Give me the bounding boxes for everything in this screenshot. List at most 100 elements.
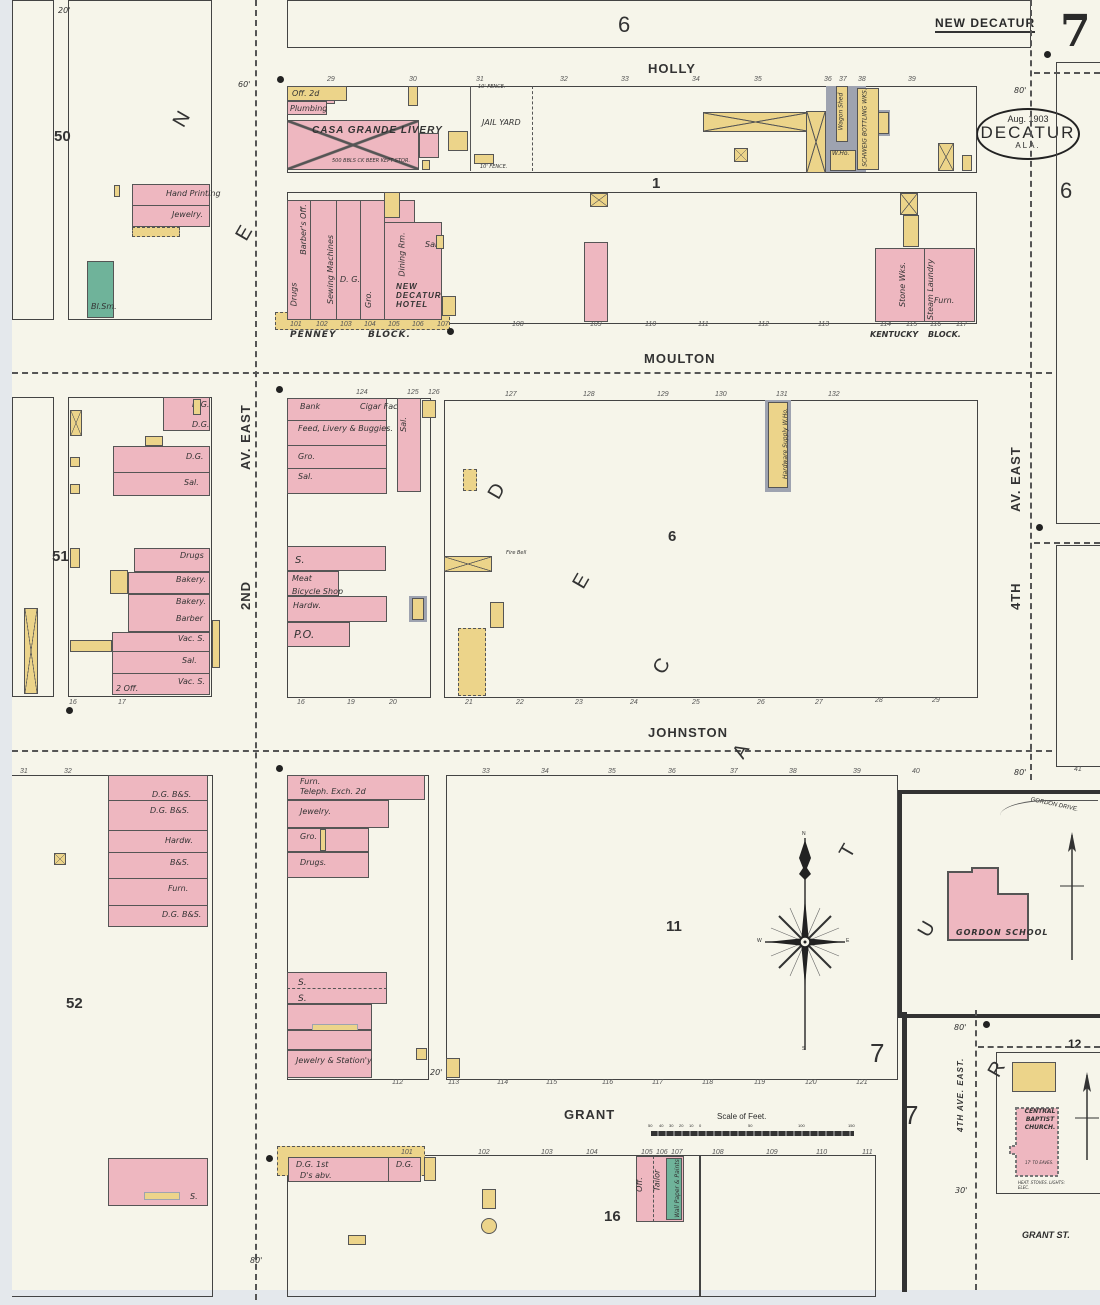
hydrant-icon [266, 1155, 273, 1162]
shed-kentucky[interactable] [900, 193, 918, 215]
shed-6-c[interactable] [490, 602, 504, 628]
shed-4[interactable] [474, 154, 494, 164]
address: 31 [476, 76, 484, 83]
building-central-baptist-church[interactable] [1008, 1106, 1066, 1178]
shed-gro-3[interactable] [320, 829, 326, 851]
building-brick-narrow[interactable] [584, 242, 608, 322]
building-plumbing[interactable] [287, 101, 327, 115]
building-hardware[interactable] [287, 596, 387, 622]
shed-51-c[interactable] [70, 484, 80, 494]
wall-dg-sal [113, 472, 210, 473]
cistern[interactable] [481, 1218, 497, 1234]
building-w-ho-2[interactable] [412, 598, 424, 620]
label-hand-printing: Hand Printing [166, 189, 221, 198]
shed-grant-3[interactable] [348, 1235, 366, 1245]
building-dg-grant[interactable] [288, 1157, 421, 1182]
building-hardware-supply[interactable] [768, 402, 788, 488]
building-dg-corner[interactable] [163, 397, 210, 431]
building-drugs-51[interactable] [134, 548, 210, 572]
shed-1[interactable] [408, 86, 418, 106]
shed-left-edge[interactable] [24, 608, 38, 694]
building-post-office[interactable] [287, 622, 350, 647]
shed-mid-left[interactable] [416, 1048, 427, 1060]
shed-bakery[interactable] [110, 570, 128, 594]
building-shed-long[interactable] [703, 112, 808, 132]
address: 132 [828, 391, 840, 398]
shed-51-d[interactable] [70, 410, 82, 436]
block-11 [446, 775, 898, 1080]
shed-block1[interactable] [590, 193, 608, 207]
building-bottling-works-wing[interactable] [879, 112, 889, 134]
address: 102 [316, 321, 328, 328]
label-jewelry-1: Jewelry. [172, 210, 203, 219]
building-new-decatur-hotel[interactable] [384, 222, 442, 320]
building-store-s3-b[interactable] [287, 1030, 372, 1050]
label-livery-note: 500 BBLS CK BEER KEPT STOR. [332, 158, 411, 164]
hydrant-icon [276, 765, 283, 772]
shed-hotel[interactable] [436, 235, 444, 249]
building-shed-small[interactable] [734, 148, 748, 162]
building-store-s[interactable] [287, 546, 386, 571]
shed-hotel-2[interactable] [442, 296, 456, 316]
building-drugs-3[interactable] [287, 852, 369, 878]
shed-51-a[interactable] [145, 436, 163, 446]
building-jewelry-stationery[interactable] [287, 1050, 372, 1078]
building-gordon-school[interactable] [946, 866, 1034, 942]
building-sal-narrow[interactable] [397, 398, 421, 492]
shed-6-b[interactable] [444, 556, 492, 572]
shed-6-a[interactable] [463, 469, 477, 491]
building-dg-sal[interactable] [113, 446, 210, 496]
shed-3[interactable] [448, 131, 468, 151]
shed-dwelling-11[interactable] [446, 1058, 460, 1078]
building-wagon-shed[interactable] [836, 86, 848, 142]
shed-51-f[interactable] [70, 640, 112, 652]
building-shed-right[interactable] [938, 143, 954, 171]
building-parsonage[interactable] [1012, 1062, 1056, 1092]
address: 124 [356, 389, 368, 396]
building-vac-sal[interactable] [112, 632, 210, 695]
building-kentucky-block[interactable] [875, 248, 975, 322]
shed-kentucky-2[interactable] [903, 215, 919, 247]
building-bakery-barber[interactable] [128, 594, 210, 632]
building-shed-tall[interactable] [806, 111, 826, 173]
building-bottling-works[interactable] [857, 88, 879, 170]
building-meat-bicycle[interactable] [287, 571, 339, 596]
shed-dg[interactable] [193, 399, 201, 415]
shed-51-g[interactable] [212, 620, 220, 668]
shed-grant-2[interactable] [482, 1189, 496, 1209]
label-kentucky-block: KENTUCKY [870, 330, 919, 339]
building-dwelling-6[interactable] [458, 628, 486, 696]
shed-52[interactable] [54, 853, 66, 865]
building-furn-teleph[interactable] [287, 775, 425, 800]
shed-51-e[interactable] [70, 548, 80, 568]
shed-52-bottom[interactable] [144, 1192, 180, 1200]
building-small-right[interactable] [962, 155, 972, 171]
block-right-edge-2 [1056, 545, 1100, 767]
building-wall-paper[interactable] [666, 1158, 682, 1220]
shed-51-b[interactable] [70, 457, 80, 467]
building-bakery-1[interactable] [128, 572, 210, 594]
shed-center[interactable] [422, 400, 436, 418]
building-jewelry-2[interactable] [287, 800, 389, 828]
building-gro-3[interactable] [287, 828, 369, 852]
address: 103 [541, 1149, 553, 1156]
label-gordon-school: GORDON SCHOOL [956, 928, 1049, 937]
building-casa-grande-livery[interactable] [287, 120, 419, 170]
label-ds-abv: D's abv. [300, 1171, 332, 1180]
shed-2[interactable] [422, 160, 430, 170]
scan-margin-bottom [0, 1290, 1100, 1305]
building-livery-annex[interactable] [419, 133, 439, 158]
building-office[interactable] [287, 86, 347, 101]
building-kitchen[interactable] [384, 192, 400, 218]
address: 113 [818, 321, 830, 328]
street-grant-st: GRANT ST. [1022, 1230, 1070, 1240]
sheet-number: 7 [1060, 6, 1091, 57]
address: 41 [1074, 766, 1082, 773]
water-pipe-4th-ave [1030, 0, 1032, 780]
building-w-ho[interactable] [830, 150, 856, 171]
shed-grant[interactable] [424, 1157, 436, 1181]
building-bank-block[interactable] [287, 398, 387, 494]
compass-w: W [757, 938, 762, 944]
shed-50[interactable] [114, 185, 120, 197]
building-blacksmith[interactable] [87, 261, 114, 318]
